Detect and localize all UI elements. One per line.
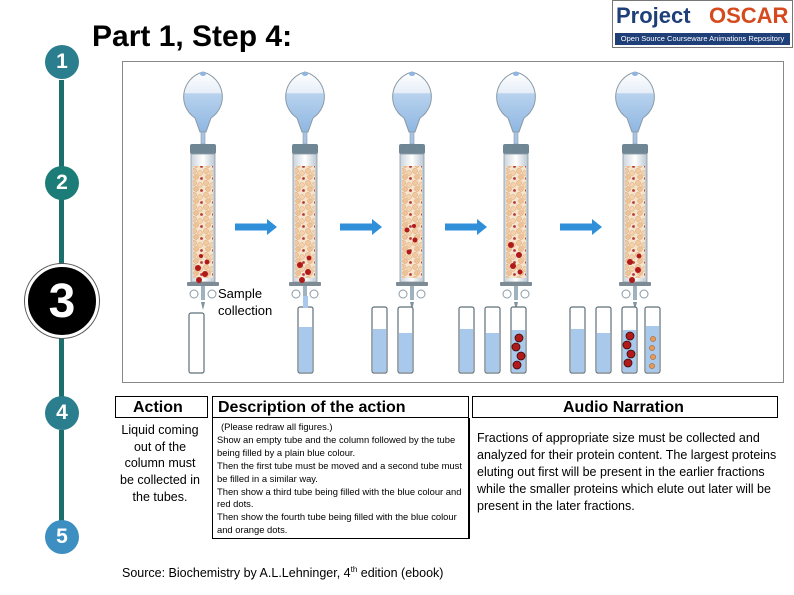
flow-arrow-4: [560, 219, 602, 235]
step-4-badge[interactable]: 4: [45, 396, 79, 430]
source-text-suffix: edition (ebook): [357, 566, 444, 581]
column-1: [183, 71, 223, 311]
step-1-badge[interactable]: 1: [45, 45, 79, 79]
description-line: Then show the fourth tube being filled w…: [217, 511, 457, 536]
audio-narration-text: Fractions of appropriate size must be co…: [477, 431, 777, 513]
red-protein-dots-tube-8: [622, 331, 636, 368]
description-line: Show an empty tube and the column follow…: [217, 433, 456, 458]
source-superscript: th: [350, 565, 358, 574]
action-cell-text: Liquid coming out of the column must be …: [120, 423, 200, 504]
step-connector-line-b: [59, 198, 64, 266]
audio-narration-header: Audio Narration: [563, 399, 684, 416]
flow-arrow-1: [235, 219, 277, 235]
description-cell-border: [212, 418, 469, 539]
collection-tube-empty: [188, 312, 205, 374]
column-3: [392, 71, 432, 311]
flow-arrow-2: [340, 219, 382, 235]
action-header: Action: [133, 399, 183, 416]
sample-collection-label: Sample collection: [218, 286, 273, 318]
description-header: Description of the action: [218, 399, 406, 416]
column-4: [496, 71, 536, 311]
action-header-box: [115, 396, 208, 418]
column-5: [615, 71, 655, 311]
description-line: Then the first tube must be moved and a …: [217, 459, 462, 484]
description-line: (Please redraw all figures.): [221, 421, 333, 432]
description-line: Then show a third tube being filled with…: [217, 485, 462, 510]
animation-frame: [122, 61, 784, 383]
audio-cell-border: [469, 418, 472, 539]
step-connector-line-d: [59, 430, 64, 522]
project-oscar-logo: Project OSCAR Open Source Courseware Ani…: [612, 0, 793, 48]
red-protein-dots-tube-5: [511, 333, 526, 370]
audio-header-box: [472, 396, 778, 418]
orange-protein-dots-tube-9: [649, 336, 656, 369]
logo-subtitle: Open Source Courseware Animations Reposi…: [615, 33, 790, 45]
page-title: Part 1, Step 4:: [92, 20, 293, 53]
flow-arrow-3: [445, 219, 487, 235]
description-cell: (Please redraw all figures.) Show an emp…: [217, 421, 469, 539]
step-connector-line-c: [59, 333, 64, 397]
step-5-badge[interactable]: 5: [45, 520, 79, 554]
step-3-badge-active[interactable]: 3: [25, 264, 99, 338]
description-header-box: [212, 396, 469, 418]
step-connector-line-a: [59, 80, 64, 170]
source-text: Source: Biochemistry by A.L.Lehninger, 4: [122, 566, 351, 581]
logo-word-oscar: OSCAR: [709, 3, 789, 28]
step-2-badge[interactable]: 2: [45, 166, 79, 200]
logo-word-project: Project: [616, 3, 691, 28]
chromatography-illustration: [183, 71, 661, 374]
source-citation: Source: Biochemistry by A.L.Lehninger, 4…: [122, 565, 443, 580]
column-2: [285, 71, 325, 311]
